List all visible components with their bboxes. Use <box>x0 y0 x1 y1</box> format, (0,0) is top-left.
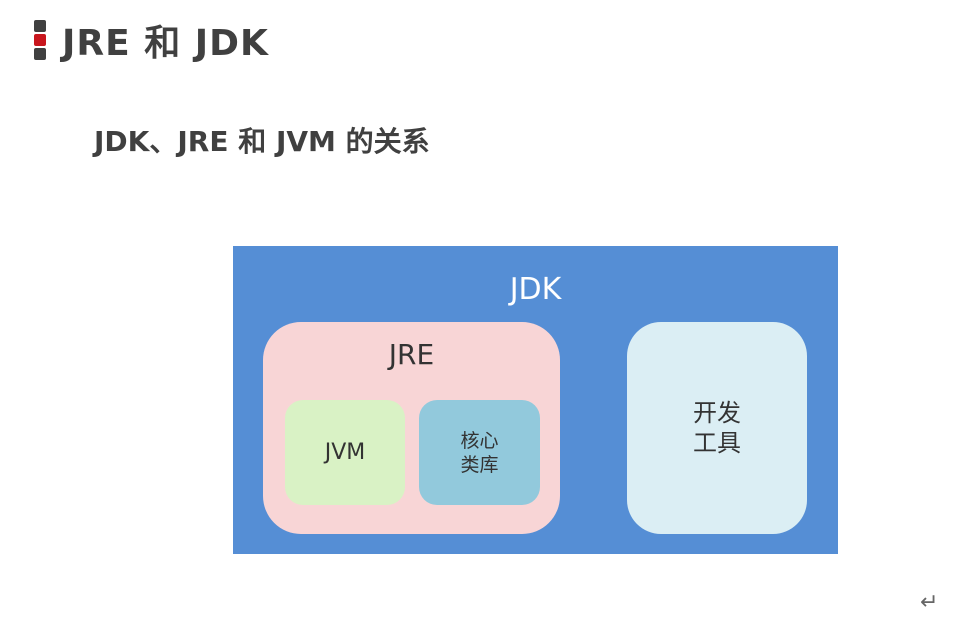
core-library-label-line1: 核心 <box>460 429 499 452</box>
return-arrow-icon: ↵ <box>920 590 939 615</box>
jvm-box: JVM <box>285 400 405 505</box>
jdk-box: JDK JRE JVM 核心 类库 开发 工具 <box>233 246 838 554</box>
jdk-label: JDK <box>509 272 562 307</box>
title-bar-segment-top <box>34 20 46 32</box>
page-subtitle: JDK、JRE 和 JVM 的关系 <box>94 125 430 158</box>
dev-tools-box: 开发 工具 <box>627 322 807 534</box>
core-library-box: 核心 类库 <box>419 400 540 505</box>
title-bar-segment-bottom <box>34 48 46 60</box>
core-library-label-line2: 类库 <box>460 453 499 476</box>
jre-box: JRE JVM 核心 类库 <box>263 322 560 534</box>
dev-tools-label-line1: 开发 <box>693 399 741 427</box>
title-bar-segment-middle <box>34 34 46 46</box>
dev-tools-label-line2: 工具 <box>693 429 741 457</box>
page-title: JRE 和 JDK <box>62 23 269 64</box>
jre-label: JRE <box>388 338 435 371</box>
title-bar-icon <box>34 20 48 62</box>
jvm-label: JVM <box>324 440 366 465</box>
